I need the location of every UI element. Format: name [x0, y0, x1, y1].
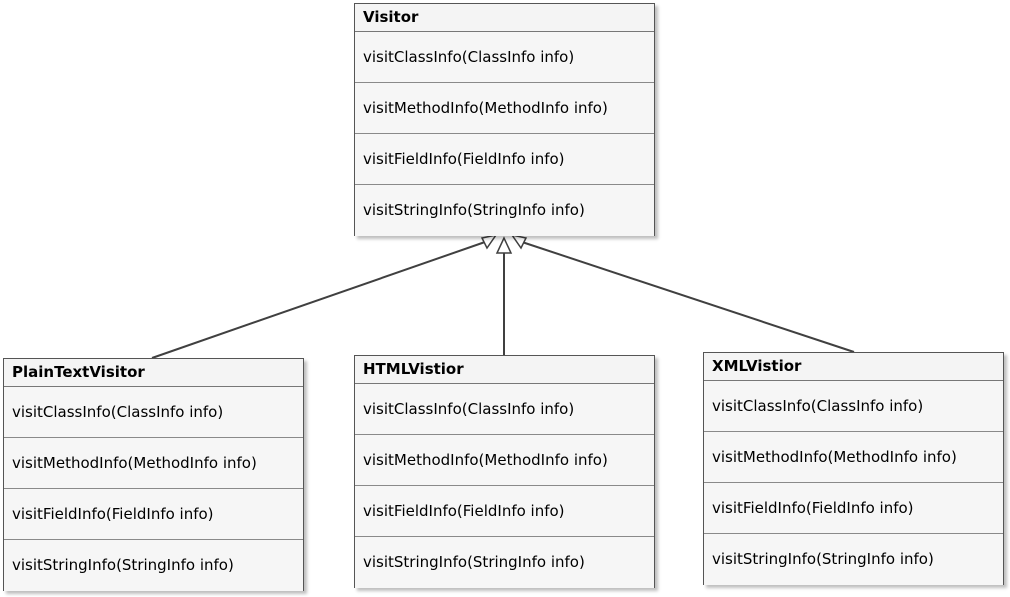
method-visit-method-info: visitMethodInfo(MethodInfo info) — [355, 83, 654, 134]
method-visit-string-info: visitStringInfo(StringInfo info) — [355, 537, 654, 588]
method-visit-string-info: visitStringInfo(StringInfo info) — [704, 534, 1003, 585]
method-visit-method-info: visitMethodInfo(MethodInfo info) — [355, 435, 654, 486]
class-title: PlainTextVisitor — [4, 359, 303, 387]
edge-plaintextvisitor-to-visitor — [151, 241, 486, 359]
class-visitor[interactable]: Visitor visitClassInfo(ClassInfo info) v… — [354, 3, 655, 236]
method-visit-class-info: visitClassInfo(ClassInfo info) — [4, 387, 303, 438]
method-visit-class-info: visitClassInfo(ClassInfo info) — [355, 32, 654, 83]
class-title: XMLVistior — [704, 353, 1003, 381]
arrowhead-left — [480, 233, 498, 250]
method-visit-field-info: visitFieldInfo(FieldInfo info) — [4, 489, 303, 540]
method-visit-method-info: visitMethodInfo(MethodInfo info) — [704, 432, 1003, 483]
method-visit-method-info: visitMethodInfo(MethodInfo info) — [4, 438, 303, 489]
arrowhead-right — [510, 233, 528, 250]
class-plaintextvisitor[interactable]: PlainTextVisitor visitClassInfo(ClassInf… — [3, 358, 304, 591]
method-visit-field-info: visitFieldInfo(FieldInfo info) — [355, 134, 654, 185]
method-visit-string-info: visitStringInfo(StringInfo info) — [4, 540, 303, 591]
class-title: Visitor — [355, 4, 654, 32]
method-visit-field-info: visitFieldInfo(FieldInfo info) — [704, 483, 1003, 534]
arrowhead-center — [495, 236, 513, 254]
method-visit-class-info: visitClassInfo(ClassInfo info) — [355, 384, 654, 435]
method-visit-field-info: visitFieldInfo(FieldInfo info) — [355, 486, 654, 537]
class-htmlvistior[interactable]: HTMLVistior visitClassInfo(ClassInfo inf… — [354, 355, 655, 588]
method-visit-string-info: visitStringInfo(StringInfo info) — [355, 185, 654, 236]
edge-xmlvistior-to-visitor — [521, 241, 855, 353]
method-visit-class-info: visitClassInfo(ClassInfo info) — [704, 381, 1003, 432]
class-title: HTMLVistior — [355, 356, 654, 384]
class-xmlvistior[interactable]: XMLVistior visitClassInfo(ClassInfo info… — [703, 352, 1004, 585]
